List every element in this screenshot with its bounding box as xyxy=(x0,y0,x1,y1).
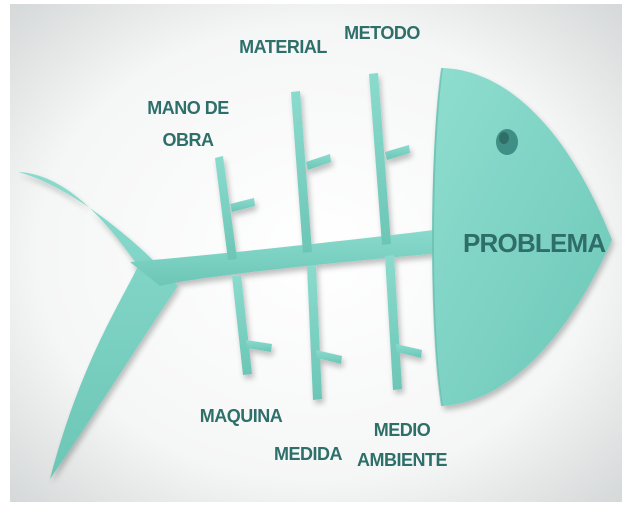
cause-top-3: METODO xyxy=(344,23,420,43)
cause-bottom-3-line2: AMBIENTE xyxy=(357,450,447,470)
cause-top-3-line1: METODO xyxy=(344,23,420,43)
cause-bottom-2-line1: MEDIDA xyxy=(274,444,342,464)
cause-top-2: MATERIAL xyxy=(239,37,327,57)
cause-bottom-1-line1: MAQUINA xyxy=(200,406,283,426)
cause-bottom-1: MAQUINA xyxy=(200,406,283,426)
cause-top-2-line1: MATERIAL xyxy=(239,37,327,57)
cause-bottom-3-line1: MEDIO xyxy=(374,420,431,440)
cause-bottom-2: MEDIDA xyxy=(274,444,342,464)
head-label: PROBLEMA xyxy=(463,228,606,258)
cause-top-1-line1: MANO DE xyxy=(147,98,229,118)
fishbone-diagram: PROBLEMA MANO DE OBRA MATERIAL METODO MA… xyxy=(10,4,622,502)
fishbone-canvas: PROBLEMA MANO DE OBRA MATERIAL METODO MA… xyxy=(10,4,622,502)
fish-eye-icon xyxy=(496,129,518,155)
cause-top-1-line2: OBRA xyxy=(163,130,214,150)
